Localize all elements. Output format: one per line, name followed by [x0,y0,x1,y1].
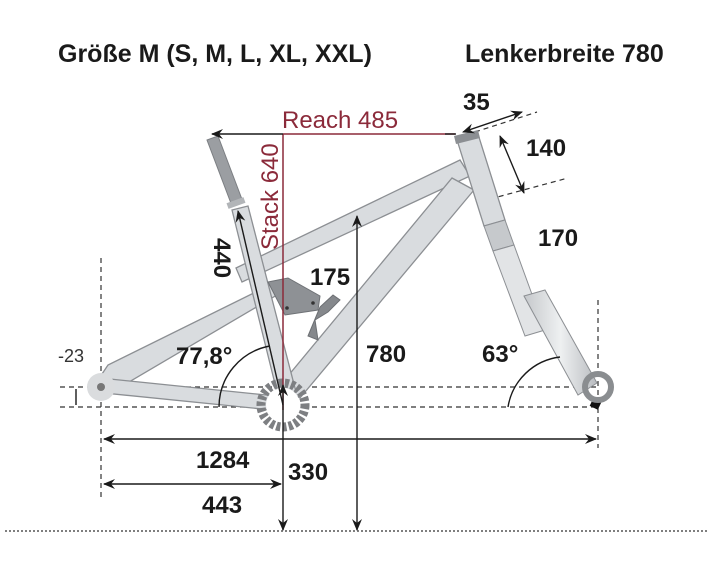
rocker-link [267,277,321,316]
frame [99,133,506,411]
rear-shock [307,294,341,341]
size-title: Größe M (S, M, L, XL, XXL) [58,40,372,68]
bb-drop-label: -23 [58,346,84,366]
head-angle-label: 63° [482,341,518,368]
standover-label: 780 [366,341,406,368]
stack-label: Stack 640 [257,143,284,250]
reach-label: Reach 485 [282,107,398,134]
seat-tube-label: 440 [208,238,235,278]
bb-height-label: 330 [288,459,328,486]
seat-angle-label: 77,8° [176,343,232,370]
wheelbase-label: 1284 [196,447,250,474]
head-tube [456,133,506,227]
front-axle [582,371,614,403]
reach-stack-lines [282,133,455,410]
dimension-lines [75,110,597,531]
stem-length-label: 35 [463,89,490,116]
head-tube-label: 140 [526,135,566,162]
headset-cap [454,130,480,144]
rear-travel-label: 175 [310,264,350,291]
chainstay-label: 443 [202,492,242,519]
seatpost [206,135,244,207]
fork-travel-label: 170 [538,225,578,252]
handlebar-width-title: Lenkerbreite 780 [465,40,664,68]
seat-clamp [226,197,246,209]
chain-stay [99,377,277,411]
